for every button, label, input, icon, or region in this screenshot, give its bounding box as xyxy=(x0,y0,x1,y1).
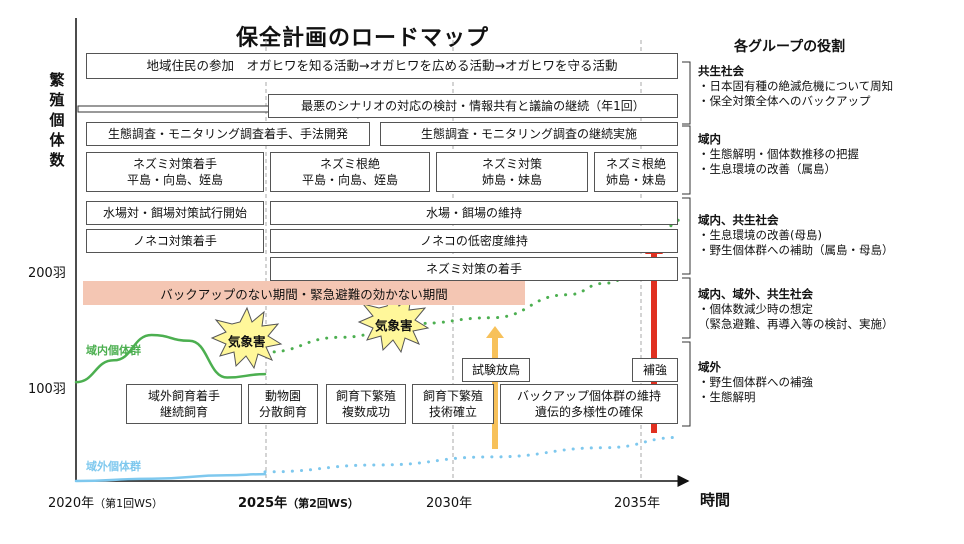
role-line: ・野生個体群への補助（属島・母島） xyxy=(698,243,894,257)
role-group-3: 域内、共生社会 ・生息環境の改善(母島) ・野生個体群への補助（属島・母島） xyxy=(698,213,894,258)
box-water-keep: 水場・餌場の維持 xyxy=(270,201,678,225)
box-ex-situ-start: 域外飼育着手 継続飼育 xyxy=(126,384,242,424)
x-axis-label: 時間 xyxy=(700,491,731,509)
role-group-4: 域内、域外、共生社会 ・個体数減少時の想定 （緊急避難、再導入等の検討、実施） xyxy=(698,287,894,332)
band-backup-gap: バックアップのない期間・緊急避難の効かない期間 xyxy=(83,281,525,305)
page-title: 保全計画のロードマップ xyxy=(236,26,490,51)
y-axis-label-char: 個 xyxy=(49,111,65,129)
role-line: ・個体数減少時の想定 xyxy=(698,302,813,316)
y-tick-200: 200羽 xyxy=(28,266,66,281)
y-axis-label-char: 繁 xyxy=(49,71,65,89)
weather-starburst-1 xyxy=(210,306,283,370)
role-group-5: 域外 ・野生個体群への補強 ・生態解明 xyxy=(698,360,813,405)
bracket-5 xyxy=(682,341,691,427)
role-line: ・野生個体群への補強 xyxy=(698,375,813,389)
series-line-3 xyxy=(263,435,683,474)
y-axis-label-char: 殖 xyxy=(49,91,65,109)
box-rat-4: ネズミ根絶 姉島・妹島 xyxy=(594,152,678,192)
arrow-red-shaft xyxy=(651,252,657,433)
role-heading: 域内、共生社会 xyxy=(698,213,779,227)
bracket-2 xyxy=(682,125,691,195)
box-rat-1: ネズミ対策着手 平島・向島、姪島 xyxy=(86,152,264,192)
box-rat-start-2: ネズミ対策の着手 xyxy=(270,257,678,281)
box-water-start: 水場対・餌場対策試行開始 xyxy=(86,201,264,225)
bracket-1 xyxy=(682,61,691,125)
weather-label-2: 気象害 xyxy=(375,318,413,333)
y-axis-label-char: 数 xyxy=(49,151,65,169)
role-group-1: 共生社会 ・日本固有種の絶滅危機について周知 ・保全対策全体へのバックアップ xyxy=(698,64,893,109)
role-group-2: 域内 ・生態解明・個体数推移の把握 ・生息環境の改善（属島） xyxy=(698,132,859,177)
box-cat-keep: ノネコの低密度維持 xyxy=(270,229,678,253)
roles-title: 各グループの役割 xyxy=(734,39,846,55)
bracket-3 xyxy=(682,197,691,275)
box-breeding-success: 飼育下繁殖 複数成功 xyxy=(326,384,406,424)
y-axis-label: 繁 殖 個 体 数 xyxy=(46,70,68,170)
role-line: ・保全対策全体へのバックアップ xyxy=(698,94,871,108)
box-test-release: 試験放鳥 xyxy=(462,358,530,382)
series-line-2 xyxy=(74,472,267,483)
box-survey-start: 生態調査・モニタリング調査着手、手法開発 xyxy=(86,122,370,146)
role-line: ・生息環境の改善（属島） xyxy=(698,162,836,176)
y-tick-100: 100羽 xyxy=(28,382,66,397)
box-breeding-tech: 飼育下繁殖 技術確立 xyxy=(412,384,494,424)
arrow-yellow-shaft xyxy=(492,337,498,449)
weather-label-1: 気象害 xyxy=(228,334,266,349)
role-line: ・日本固有種の絶滅危機について周知 xyxy=(698,79,894,93)
label-in-situ: 域内個体群 xyxy=(86,344,141,357)
role-heading: 域外 xyxy=(698,360,721,374)
box-survey-continue: 生態調査・モニタリング調査の継続実施 xyxy=(380,122,678,146)
role-line: ・生態解明 xyxy=(698,390,756,404)
arrow-yellow-head xyxy=(486,326,504,338)
role-heading: 共生社会 xyxy=(698,64,744,78)
y-axis-label-char: 体 xyxy=(49,131,65,149)
box-participation: 地域住民の参加 オガヒワを知る活動→オガヒワを広める活動→オガヒワを守る活動 xyxy=(86,53,678,79)
box-reinforce: 補強 xyxy=(632,358,678,382)
box-rat-3: ネズミ対策 姉島・妹島 xyxy=(436,152,588,192)
box-backup-maintain: バックアップ個体群の維持 遺伝的多様性の確保 xyxy=(500,384,678,424)
box-worst-case: 最悪のシナリオの対応の検討・情報共有と議論の継続（年1回） xyxy=(268,94,678,118)
role-heading: 域内、域外、共生社会 xyxy=(698,287,813,301)
series-line-0 xyxy=(74,333,267,384)
box-cat-start: ノネコ対策着手 xyxy=(86,229,264,253)
box-zoo: 動物園 分散飼育 xyxy=(248,384,318,424)
box-rat-2: ネズミ根絶 平島・向島、姪島 xyxy=(270,152,430,192)
x-tick-2020: 2020年（第1回WS） xyxy=(48,496,163,511)
role-line: ・生態解明・個体数推移の把握 xyxy=(698,147,859,161)
x-tick-2030: 2030年 xyxy=(426,496,473,511)
role-line: ・生息環境の改善(母島) xyxy=(698,228,822,242)
label-ex-situ: 域外個体群 xyxy=(86,460,141,473)
x-tick-2025: 2025年（第2回WS） xyxy=(238,496,359,511)
role-heading: 域内 xyxy=(698,132,721,146)
role-line: （緊急避難、再導入等の検討、実施） xyxy=(698,317,894,331)
x-tick-2035: 2035年 xyxy=(614,496,661,511)
bracket-4 xyxy=(682,277,691,339)
